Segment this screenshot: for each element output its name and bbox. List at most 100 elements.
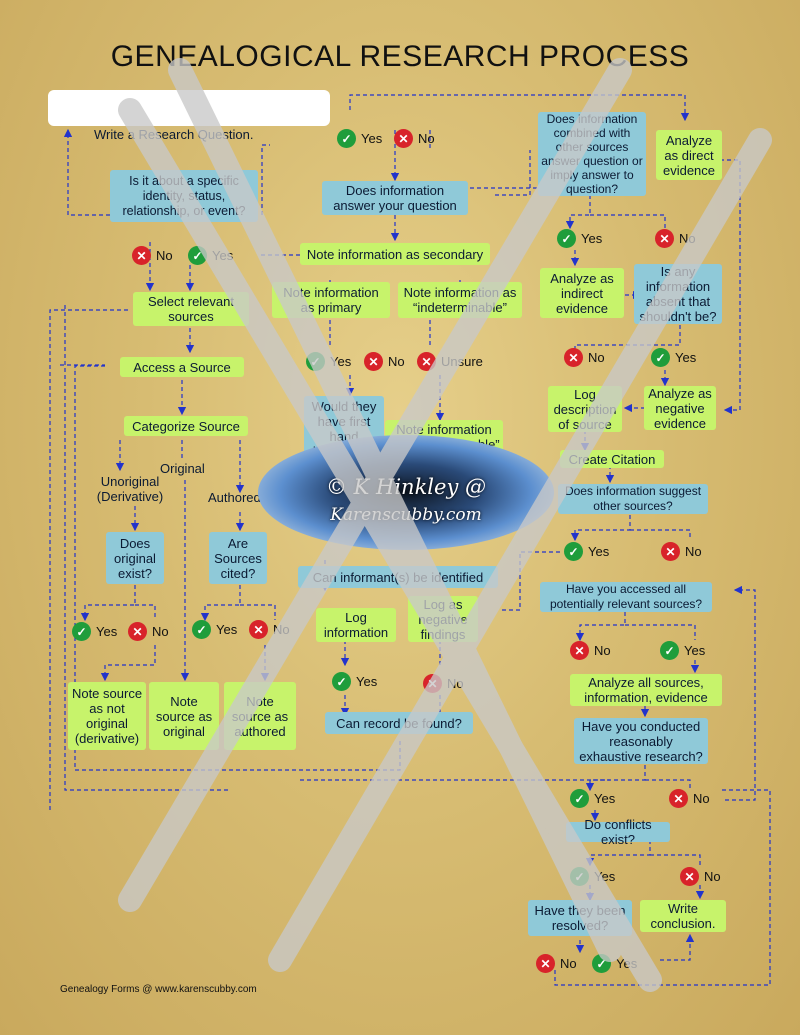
- resolved-yes: ✓ Yes: [592, 954, 637, 973]
- write-question-label: Write a Research Question.: [94, 127, 254, 142]
- choice-label: No: [152, 624, 169, 639]
- access-source-box: Access a Source: [120, 357, 244, 377]
- analyze-negative-box: Analyze as negative evidence: [644, 386, 716, 431]
- check-circle-icon: ✓: [188, 246, 207, 265]
- firsthand-unsure: ✕ Unsure: [417, 352, 483, 371]
- choice-label: Yes: [330, 354, 352, 369]
- can-record-box: Can record be found?: [325, 712, 473, 734]
- suggest-yes: ✓ Yes: [564, 542, 609, 561]
- original-label: Original: [160, 461, 205, 476]
- log-description-box: Log description of source: [548, 386, 622, 432]
- combined-yes: ✓ Yes: [557, 229, 602, 248]
- does-info-combined-box: Does information combined with other sou…: [538, 112, 646, 196]
- check-circle-icon: ✓: [192, 620, 211, 639]
- copyright-stamp: © K Hinkley @ Karenscubby.com: [258, 435, 554, 550]
- research-question-field[interactable]: [48, 90, 330, 126]
- log-negative-box: Log as negative findings: [408, 596, 478, 642]
- check-circle-icon: ✓: [337, 129, 356, 148]
- note-original-box: Note source as original: [149, 682, 219, 750]
- resolved-no: ✕No: [536, 954, 577, 973]
- check-circle-icon: ✓: [592, 954, 611, 973]
- x-circle-icon: ✕: [661, 542, 680, 561]
- check-circle-icon: ✓: [557, 229, 576, 248]
- firsthand-no: ✕ No: [364, 352, 405, 371]
- choice-label: Yes: [594, 869, 616, 884]
- absent-no: ✕ No: [564, 348, 605, 367]
- choice-label: No: [273, 622, 290, 637]
- choice-label: Yes: [216, 622, 238, 637]
- firsthand-yes: ✓Yes: [306, 352, 351, 371]
- x-circle-icon: ✕: [249, 620, 268, 639]
- informant-no: ✕No: [423, 674, 464, 693]
- x-circle-icon: ✕: [564, 348, 583, 367]
- choice-label: No: [447, 676, 464, 691]
- accessed-all-box: Have you accessed all potentially releva…: [540, 582, 712, 612]
- choice-label: Yes: [96, 624, 118, 639]
- footer-credit: Genealogy Forms @ www.karenscubby.com: [60, 984, 257, 995]
- combined-no: ✕No: [655, 229, 696, 248]
- accessed-yes: ✓ Yes: [660, 641, 705, 660]
- note-secondary-box: Note information as secondary: [300, 243, 490, 265]
- exhaustive-no: ✕ No: [669, 789, 710, 808]
- x-circle-icon: ✕: [417, 352, 436, 371]
- been-resolved-box: Have they been resolved?: [528, 900, 632, 936]
- analyze-direct-box: Analyze as direct evidence: [656, 130, 722, 180]
- write-conclusion-box: Write conclusion.: [640, 900, 726, 932]
- choice-label: Yes: [616, 956, 638, 971]
- any-info-absent-box: Is any information absent that shouldn't…: [634, 264, 722, 324]
- is-it-about-yes: ✓ Yes: [188, 246, 233, 265]
- suggest-other-box: Does information suggest other sources?: [558, 484, 708, 514]
- reasonably-exhaustive-box: Have you conducted reasonably exhaustive…: [574, 718, 708, 764]
- create-citation-box: Create Citation: [560, 450, 664, 468]
- choice-label: Yes: [581, 231, 603, 246]
- check-circle-icon: ✓: [651, 348, 670, 367]
- note-not-original-box: Note source as not original (derivative): [68, 682, 146, 750]
- x-circle-icon: ✕: [132, 246, 151, 265]
- check-circle-icon: ✓: [660, 641, 679, 660]
- does-original-exist-box: Does original exist?: [106, 532, 164, 584]
- choice-label: Yes: [588, 544, 610, 559]
- log-information-box: Log information: [316, 608, 396, 642]
- x-circle-icon: ✕: [570, 641, 589, 660]
- note-primary-box: Note information as primary: [272, 282, 390, 318]
- choice-label: Yes: [684, 643, 706, 658]
- note-authored-box: Note source as authored: [224, 682, 296, 750]
- unoriginal-label: Unoriginal (Derivative): [96, 474, 164, 504]
- choice-label: No: [588, 350, 605, 365]
- stamp-line-1: © K Hinkley @: [325, 475, 486, 499]
- categorize-source-box: Categorize Source: [124, 416, 248, 436]
- is-it-about-no: ✕No: [132, 246, 173, 265]
- answer-no: ✕No: [394, 129, 435, 148]
- x-circle-icon: ✕: [536, 954, 555, 973]
- accessed-no: ✕ No: [570, 641, 611, 660]
- choice-label: Yes: [212, 248, 234, 263]
- are-sources-cited-box: Are Sources cited?: [209, 532, 267, 584]
- sources-cited-yes: ✓ Yes: [192, 620, 237, 639]
- stamp-line-2: Karenscubby.com: [330, 505, 482, 525]
- choice-label: Yes: [361, 131, 383, 146]
- choice-label: Yes: [356, 674, 378, 689]
- choice-label: No: [388, 354, 405, 369]
- x-circle-icon: ✕: [364, 352, 383, 371]
- check-circle-icon: ✓: [564, 542, 583, 561]
- analyze-all-box: Analyze all sources, information, eviden…: [570, 674, 722, 706]
- choice-label: Yes: [675, 350, 697, 365]
- choice-label: Unsure: [441, 354, 483, 369]
- choice-label: No: [693, 791, 710, 806]
- choice-label: No: [685, 544, 702, 559]
- x-circle-icon: ✕: [680, 867, 699, 886]
- x-circle-icon: ✕: [128, 622, 147, 641]
- check-circle-icon: ✓: [570, 789, 589, 808]
- can-informant-box: Can informant(s) be identified: [298, 566, 498, 588]
- does-info-answer-box: Does information answer your question: [322, 181, 468, 215]
- note-indeterminable-box: Note information as “indeterminable”: [398, 282, 522, 318]
- suggest-no: ✕ No: [661, 542, 702, 561]
- choice-label: No: [594, 643, 611, 658]
- check-circle-icon: ✓: [570, 867, 589, 886]
- authored-label: Authored: [208, 490, 261, 505]
- conflicts-yes: ✓ Yes: [570, 867, 615, 886]
- original-exist-no: ✕ No: [128, 622, 169, 641]
- choice-label: No: [418, 131, 435, 146]
- x-circle-icon: ✕: [669, 789, 688, 808]
